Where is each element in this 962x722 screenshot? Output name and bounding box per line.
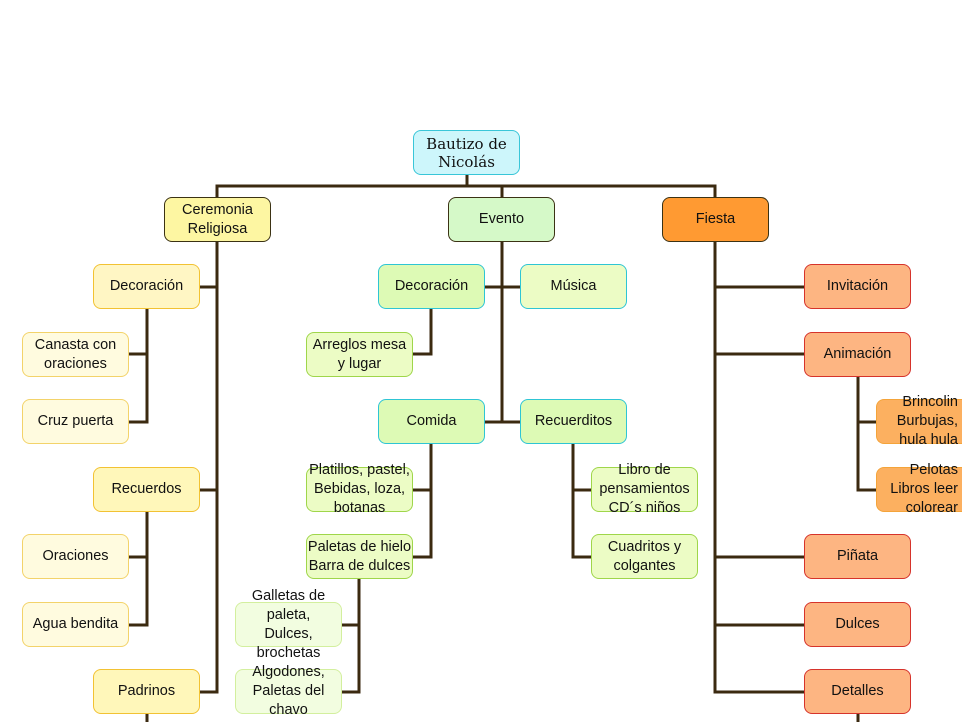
paletas-hielo-node[interactable]: Paletas de hielo Barra de dulces (306, 534, 413, 579)
oraciones-node[interactable]: Oraciones (22, 534, 129, 579)
algodones-node[interactable]: Algodones, Paletas del chavo (235, 664, 342, 718)
padrinos-node[interactable]: Padrinos (93, 669, 200, 714)
recuerditos-node[interactable]: Recuerditos (520, 399, 627, 444)
root-node[interactable]: Bautizo de Nicolás (413, 130, 520, 175)
comida-node[interactable]: Comida (378, 399, 485, 444)
animacion-node[interactable]: Animación (804, 332, 911, 377)
agua-bendita-node[interactable]: Agua bendita (22, 602, 129, 647)
ceremonia-decoracion-node[interactable]: Decoración (93, 264, 200, 309)
libro-pensamientos-node[interactable]: Libro de pensamientos CD´s niños (591, 462, 698, 516)
musica-node[interactable]: Música (520, 264, 627, 309)
recuerdos-node[interactable]: Recuerdos (93, 467, 200, 512)
evento-decoracion-node[interactable]: Decoración (378, 264, 485, 309)
canasta-oraciones-node[interactable]: Canasta con oraciones (22, 332, 129, 377)
ceremonia-religiosa-node[interactable]: Ceremonia Religiosa (164, 197, 271, 242)
brincolin-node[interactable]: Brincolin Burbujas, hula hula (876, 394, 962, 448)
invitacion-node[interactable]: Invitación (804, 264, 911, 309)
dulces-node[interactable]: Dulces (804, 602, 911, 647)
detalles-node[interactable]: Detalles (804, 669, 911, 714)
arreglos-mesa-node[interactable]: Arreglos mesa y lugar (306, 332, 413, 377)
platillos-node[interactable]: Platillos, pastel, Bebidas, loza, botana… (306, 462, 413, 516)
cuadritos-node[interactable]: Cuadritos y colgantes (591, 534, 698, 579)
evento-node[interactable]: Evento (448, 197, 555, 242)
pinata-node[interactable]: Piñata (804, 534, 911, 579)
pelotas-node[interactable]: Pelotas Libros leer colorear (876, 462, 962, 516)
fiesta-node[interactable]: Fiesta (662, 197, 769, 242)
galletas-node[interactable]: Galletas de paleta, Dulces, brochetas (235, 588, 342, 661)
cruz-puerta-node[interactable]: Cruz puerta (22, 399, 129, 444)
